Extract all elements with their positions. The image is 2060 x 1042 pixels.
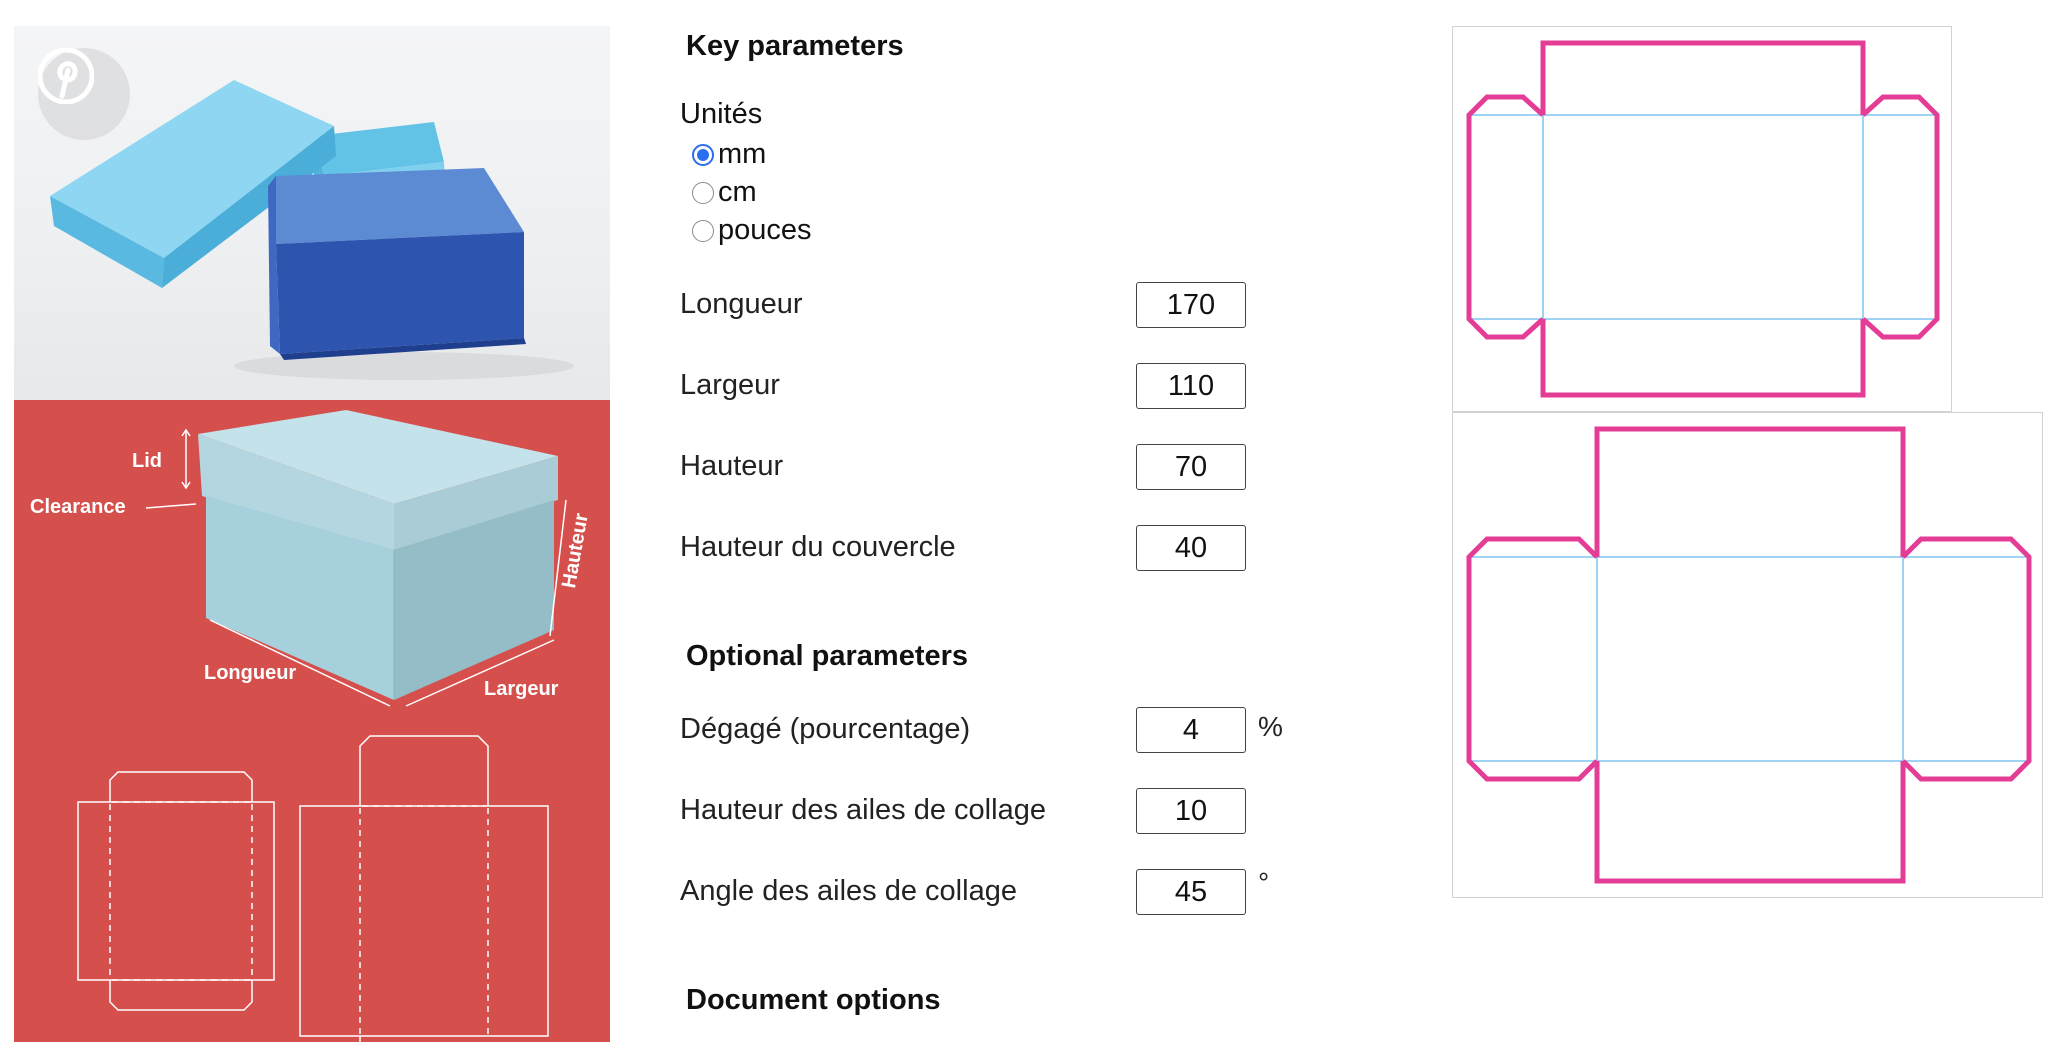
param-angle-ailes: Angle des ailes de collage ° [680,867,1320,919]
param-label: Hauteur du couvercle [680,531,956,563]
optional-parameters-title: Optional parameters [686,640,969,672]
largeur-label: Largeur [484,678,559,700]
param-longueur: Longueur [680,282,1320,332]
unit-radio-cm[interactable]: cm [692,176,757,209]
param-hauteur: Hauteur [680,444,1320,494]
param-hauteur-couvercle: Hauteur du couvercle [680,525,1320,575]
radio-button-cm[interactable] [692,181,714,204]
units-label: Unités [680,98,763,130]
unit-radio-mm[interactable]: mm [692,138,766,171]
box-dimension-illustration [77,410,567,1042]
param-label: Dégagé (pourcentage) [680,713,971,745]
parameters-form: Key parameters Unités mm cm pouces Longu… [680,0,1320,1042]
unit-radio-pouces[interactable]: pouces [692,214,812,247]
param-label: Hauteur des ailes de collage [680,794,1046,826]
degage-input[interactable] [1136,707,1246,753]
hauteur-input[interactable] [1136,444,1246,490]
box-photo-illustration [50,80,574,380]
param-degage: Dégagé (pourcentage) % [680,707,1320,757]
param-label: Largeur [680,369,780,401]
param-unit: ° [1258,867,1270,898]
clearance-label: Clearance [30,496,126,518]
longueur-input[interactable] [1136,282,1246,328]
param-label: Hauteur [680,450,784,482]
param-largeur: Largeur [680,363,1320,413]
largeur-input[interactable] [1136,363,1246,409]
hauteur-couvercle-input[interactable] [1136,525,1246,571]
unit-option-label: pouces [718,214,812,246]
box-dimension-diagram: Lid Clearance Hauteur Longueur Largeur [14,400,610,1042]
longueur-label: Longueur [204,662,297,684]
box-photo [14,26,610,400]
param-hauteur-ailes: Hauteur des ailes de collage [680,788,1320,838]
unit-option-label: mm [718,138,767,170]
param-label: Angle des ailes de collage [680,875,1017,907]
key-parameters-title: Key parameters [686,30,904,62]
param-unit: % [1258,711,1283,742]
radio-button-pouces[interactable] [692,219,714,242]
box-template-drawing [1466,426,2032,884]
lid-template-drawing [1466,40,1940,398]
document-options-title: Document options [686,984,941,1016]
pinterest-logo-icon [38,48,130,140]
angle-ailes-input[interactable] [1136,869,1246,915]
lid-label: Lid [132,450,162,472]
unit-option-label: cm [718,176,757,208]
lid-template-preview [1452,26,1952,412]
radio-button-mm[interactable] [692,143,714,166]
param-label: Longueur [680,288,803,320]
box-template-preview [1452,412,2043,898]
hauteur-ailes-input[interactable] [1136,788,1246,834]
